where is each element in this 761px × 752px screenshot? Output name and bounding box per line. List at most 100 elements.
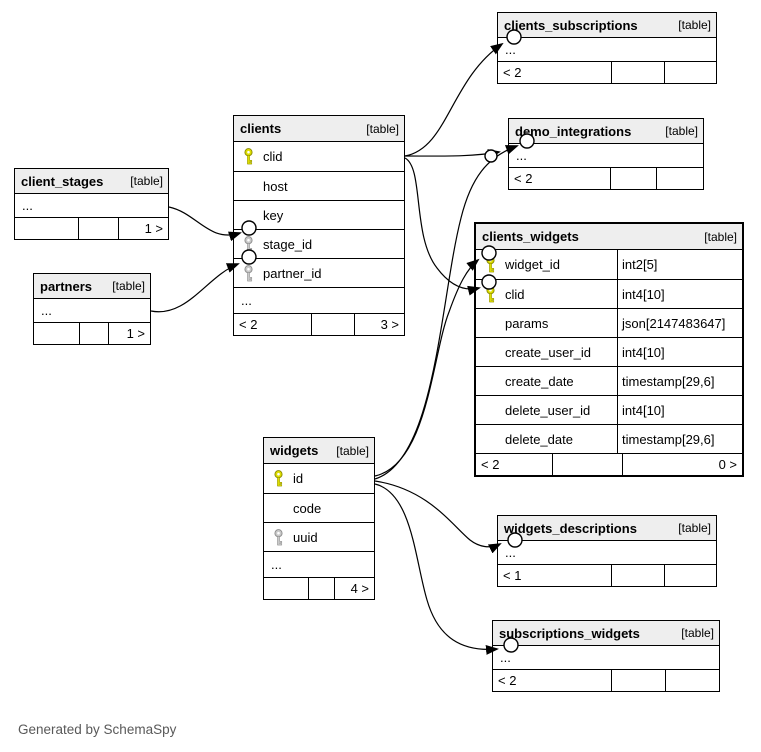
column-row-partner_id[interactable]: partner_id: [234, 258, 404, 287]
column-type: int4[10]: [622, 402, 665, 418]
table-subscriptions-widgets[interactable]: subscriptions_widgets[table] ... < 2: [492, 620, 720, 692]
table-body: ...: [15, 194, 168, 217]
table-footer: < 2: [509, 167, 703, 189]
table-tag: [table]: [678, 18, 711, 32]
table-name: demo_integrations: [515, 123, 632, 139]
table-widgets[interactable]: widgets[table] id code uuid... 4 >: [263, 437, 375, 600]
table-tag: [table]: [665, 124, 698, 138]
column-name: stage_id: [263, 236, 313, 252]
hidden-columns-row[interactable]: ...: [34, 299, 150, 322]
table-header: client_stages [table]: [15, 169, 168, 194]
hidden-columns-row[interactable]: ...: [15, 194, 168, 217]
column-row-host[interactable]: host: [234, 171, 404, 200]
footer-cell: [308, 578, 334, 599]
hidden-columns-row[interactable]: ...: [493, 646, 719, 669]
table-tag: [table]: [678, 521, 711, 535]
column-row-clid[interactable]: clid: [234, 142, 404, 171]
table-header: widgets[table]: [264, 438, 374, 464]
relationship-line-widgets-to-subscriptions-widgets: [374, 483, 499, 655]
footer-cell: [611, 565, 663, 586]
column-name: ...: [500, 650, 511, 665]
table-header: widgets_descriptions[table]: [498, 516, 716, 541]
footer-cell: [609, 168, 657, 189]
table-footer: < 1: [498, 564, 716, 586]
table-name: clients_widgets: [482, 229, 579, 244]
table-name: client_stages: [21, 173, 104, 189]
table-partners[interactable]: partners[table] ... 1 >: [33, 273, 151, 345]
footer-cell: < 1: [503, 568, 522, 583]
column-row-stage_id[interactable]: stage_id: [234, 229, 404, 258]
column-name: key: [263, 207, 284, 223]
footer-cell: 3 >: [354, 314, 404, 335]
footer-cell: [15, 218, 78, 239]
column-row-uuid[interactable]: uuid: [264, 522, 374, 551]
column-name: ...: [505, 545, 516, 560]
table-tag: [table]: [366, 121, 399, 136]
footer-cell: [311, 314, 354, 335]
column-type: timestamp[29,6]: [622, 431, 715, 447]
hidden-columns-row[interactable]: ...: [234, 287, 404, 313]
table-client-stages[interactable]: client_stages[table] ... 1 >: [14, 168, 169, 240]
footer-cell: [611, 62, 663, 83]
footer-cell: 1 >: [108, 323, 150, 344]
table-tag: [table]: [130, 174, 163, 188]
footer-cell: [663, 62, 716, 83]
column-name: uuid: [293, 529, 318, 545]
primary-key-icon: [271, 470, 286, 487]
column-row-key[interactable]: key: [234, 200, 404, 229]
table-tag: [table]: [112, 279, 145, 293]
column-row-code[interactable]: code: [264, 493, 374, 522]
table-demo-integrations[interactable]: demo_integrations [table] ... < 2: [508, 118, 704, 190]
table-widgets-descriptions[interactable]: widgets_descriptions[table] ... < 1: [497, 515, 717, 587]
table-name: widgets: [270, 443, 319, 458]
table-tag: [table]: [704, 229, 737, 244]
column-type: int2[5]: [622, 257, 658, 272]
footer-cell: 0 >: [622, 454, 742, 475]
relationship-line-widgets-to-widgets-descriptions: [374, 480, 502, 554]
column-name: clid: [263, 149, 283, 164]
relationship-line-clients-to-clients-widgets-clid: [404, 157, 481, 296]
footer-cell: [664, 670, 719, 691]
generator-note: Generated by SchemaSpy: [18, 722, 177, 737]
table-name: clients_subscriptions: [504, 17, 638, 33]
table-clients-subscriptions[interactable]: clients_subscriptions[table] ... < 2: [497, 12, 717, 84]
hidden-columns-row[interactable]: ...: [509, 144, 703, 167]
hidden-columns-row[interactable]: ...: [498, 38, 716, 61]
footer-cell: < 2: [239, 317, 258, 332]
hidden-columns-row[interactable]: ...: [264, 551, 374, 577]
table-header: subscriptions_widgets[table]: [493, 621, 719, 646]
table-body: id code uuid...: [264, 464, 374, 577]
column-name: ...: [41, 303, 52, 318]
column-row-id[interactable]: id: [264, 464, 374, 493]
footer-cell: [552, 454, 622, 475]
relationship-line-clients-to-demo-integrations: [404, 149, 501, 159]
column-name: ...: [516, 148, 527, 163]
column-type: json[2147483647]: [622, 315, 726, 331]
table-body: ...: [498, 541, 716, 564]
table-header: clients_subscriptions [table]: [498, 13, 716, 38]
footer-cell: [79, 323, 108, 344]
table-body: ...: [493, 646, 719, 669]
table-name: clients: [240, 121, 282, 136]
column-name: ...: [241, 293, 252, 308]
column-name: id: [293, 471, 304, 486]
hidden-columns-row[interactable]: ...: [498, 541, 716, 564]
table-tag: [table]: [681, 626, 714, 640]
footer-cell: [656, 168, 703, 189]
foreign-key-icon: [241, 264, 256, 282]
relationship-endpoint-demo-integrations-from-clients: [484, 149, 498, 163]
footer-cell: < 2: [514, 171, 533, 186]
column-name: create_user_id: [505, 344, 591, 360]
table-footer: 4 >: [264, 577, 374, 599]
